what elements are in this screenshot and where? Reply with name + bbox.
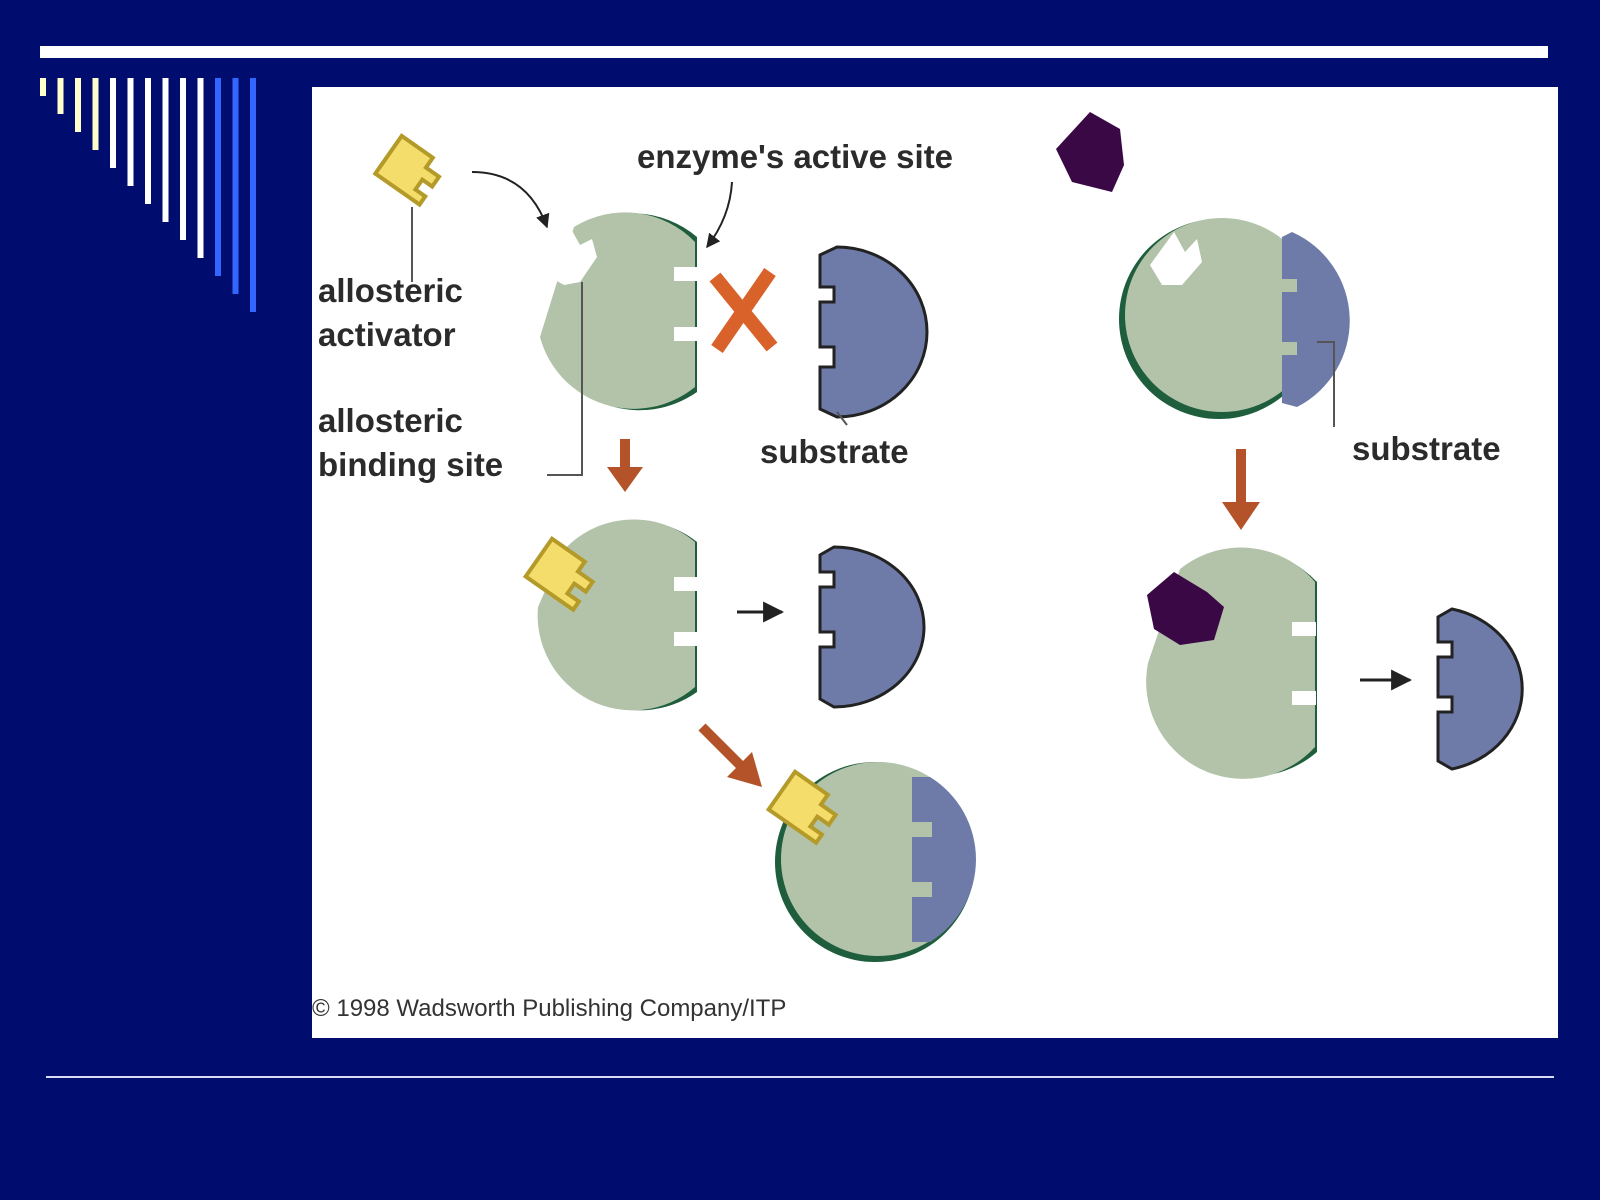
label-allosteric-activator-line2: activator [318,316,456,353]
deco-stripe-bar [232,78,239,294]
label-substrate-left: substrate [760,433,909,470]
process-arrow-down-left [607,439,643,492]
deco-stripe-bar [110,78,116,168]
activator-molecule-bound-2 [765,768,839,846]
label-allosteric-activator: allosteric activator [318,269,463,357]
deco-stripe-bar [145,78,151,204]
inhibitor-molecule-bound [1147,572,1224,645]
deco-stripe-bar [162,78,169,222]
footer-rule [46,1076,1554,1078]
deco-stripe-bar [127,78,134,186]
substrate-1-leader-line [836,411,848,426]
copyright-notice: © 1998 Wadsworth Publishing Company/ITP [312,995,787,1022]
substrate-right-leader-line [1317,341,1335,427]
binding-site-leader-line [547,282,583,476]
label-allosteric-binding-site-line2: binding site [318,446,504,483]
inhibitor-molecule-free [1056,112,1124,192]
deco-stripe-bar [57,78,64,114]
label-substrate-right: substrate [1352,430,1501,467]
title-rule [40,46,1548,58]
label-allosteric-activator-line1: allosteric [318,272,463,309]
label-allosteric-binding-site-line1: allosteric [318,402,463,439]
deco-stripe-bar [75,78,81,132]
deco-stripe-bar [92,78,99,150]
activator-molecule-free [372,133,442,208]
substrate-free-2 [818,545,926,709]
label-allosteric-binding-site: allosteric binding site [318,399,503,487]
substrate-free-1 [818,245,929,419]
process-arrow-diagonal [698,723,762,787]
deco-stripe-bar [197,78,204,258]
activator-approach-arrow [471,171,550,229]
allosteric-regulation-figure: enzyme's active site allosteric activato… [312,87,1558,1038]
active-site-leader-line [706,181,733,249]
deco-stripe-bar [40,78,46,96]
substrate-free-3 [1436,607,1524,771]
activator-molecule-bound-1 [522,535,596,613]
enzyme-inactive [540,212,698,411]
blocked-x-mark [709,268,778,353]
label-enzyme-active-site: enzyme's active site [637,138,954,175]
deco-stripe-bar [250,78,256,312]
enzyme-right-active [1119,218,1350,419]
diagram-canvas [372,112,1524,962]
decorative-stripes [40,78,256,312]
deco-stripe-bar [180,78,186,240]
deco-stripe-bar [215,78,221,276]
process-arrow-down-right [1222,449,1260,530]
